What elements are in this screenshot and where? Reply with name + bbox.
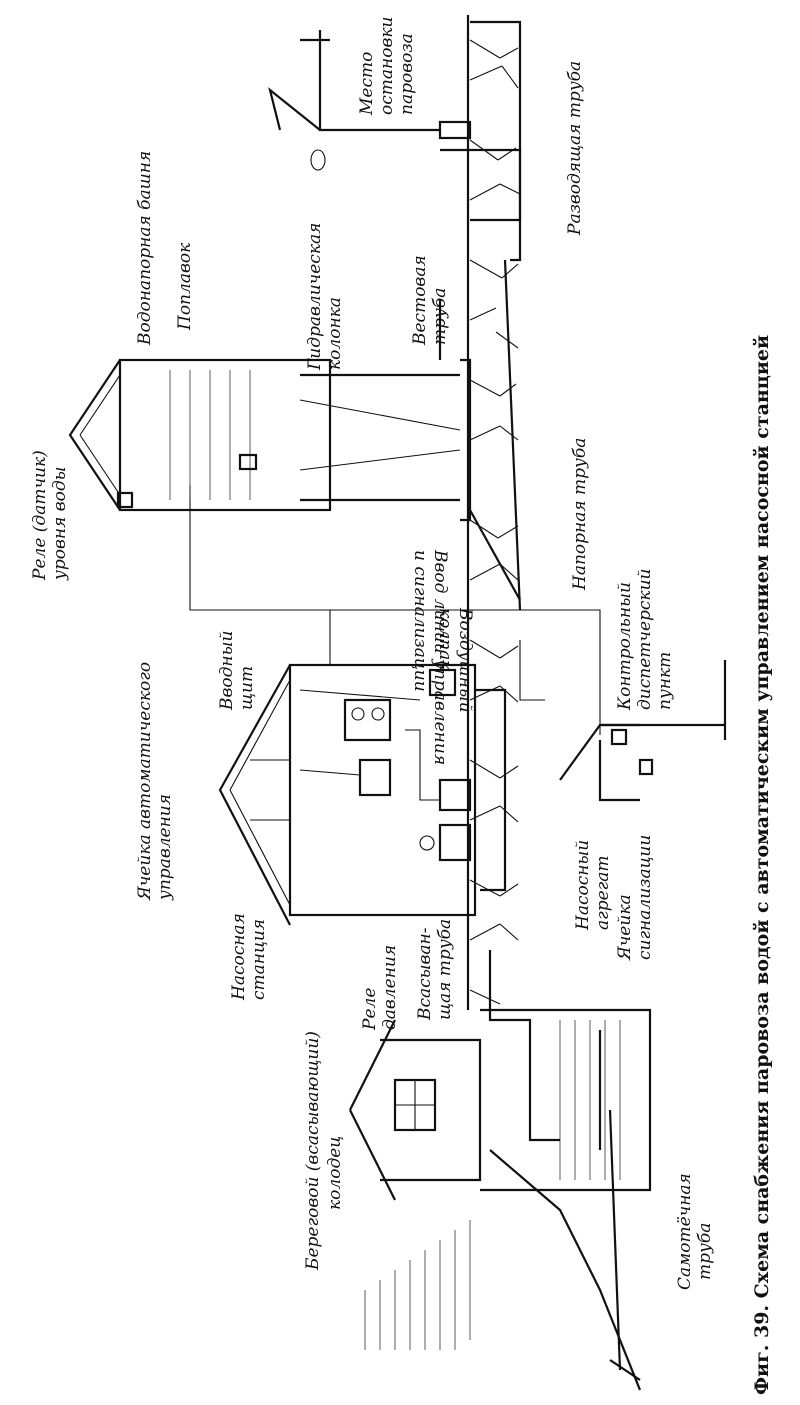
float [238, 453, 258, 471]
ground [364, 15, 642, 1391]
label-input-panel: Вводный щит [217, 625, 257, 711]
well-house [380, 1038, 482, 1182]
pipe-run [503, 259, 522, 611]
tower-tank [118, 358, 332, 512]
label-pump-unit: Насосный агрегат [573, 834, 613, 931]
label-pressure-pipe: Напорная труба [570, 438, 590, 591]
tank-water [169, 370, 251, 500]
label-pressure-relay: Реле давления [360, 945, 400, 1031]
column-crane [268, 87, 321, 131]
label-water-level-relay: Реле (датчик) уровня воды [30, 445, 70, 581]
pump-station [218, 640, 545, 926]
figure-caption: Фиг. 39. Схема снабжения паровоза водой … [751, 335, 773, 1395]
label-vent-pipe: Вестовая труба [410, 250, 450, 346]
label-gravity-pipe: Самотёчная труба [675, 1168, 715, 1290]
label-float: Поплавок [175, 242, 195, 331]
control-line [189, 485, 331, 665]
signal-cell [638, 758, 654, 776]
label-pump-station: Насосная станция [229, 908, 269, 1001]
water-tower [68, 300, 521, 601]
hydraulic-column [268, 30, 472, 171]
label-auto-control-cell: Ячейка автоматического управления [135, 657, 175, 901]
input-panel [343, 698, 392, 742]
well-roof [349, 1019, 396, 1201]
column-handwheel [310, 149, 326, 171]
label-line-input: Ввод линии управления и сигнализации [410, 549, 450, 771]
label-air-cap: Воздушный колпак [435, 607, 475, 718]
pump-station-building [288, 663, 477, 917]
coastal-well [349, 950, 652, 1381]
label-loco-stop: Место остановки паровоза [357, 11, 417, 116]
river-water [364, 1220, 471, 1350]
pressure-pipe [469, 509, 521, 601]
level-relay [116, 491, 134, 509]
label-water-tower: Водонапорная башня [135, 151, 155, 346]
dispatch-house [600, 660, 727, 740]
tower-base [460, 358, 472, 522]
dispatch-line [330, 609, 601, 735]
auto-control-cell [358, 758, 392, 797]
well-water [559, 1020, 621, 1180]
label-hydraulic-column: Гидравлическая колонка [305, 217, 345, 371]
label-distribution-pipe: Разводящая труба [565, 61, 585, 236]
label-coastal-well: Береговой (всасывающий) колодец [303, 1026, 345, 1271]
well-shaft [480, 1008, 652, 1192]
pressure-main [475, 688, 507, 892]
pit-outline [470, 20, 522, 222]
tower-shaft [300, 373, 460, 502]
label-suction-pipe: Всасыван- щая труба [415, 919, 455, 1021]
air-cap [428, 668, 457, 697]
label-signal-cell: Ячейка сигнализации [615, 835, 655, 961]
dispatch-point [559, 660, 727, 802]
labels: Береговой (всасывающий) колодец Самотёчн… [30, 11, 715, 1290]
ground-hatching [469, 39, 521, 1005]
pump-station-roof [218, 664, 291, 926]
distribution-pipe [440, 148, 522, 262]
label-control-point: Контрольный диспетчерский пункт [615, 563, 675, 711]
river-bank [489, 1149, 642, 1391]
pump-units [419, 778, 472, 862]
suction-pipe [488, 950, 560, 1142]
tower-roof [68, 359, 121, 511]
gravity-pipe [608, 1109, 622, 1371]
